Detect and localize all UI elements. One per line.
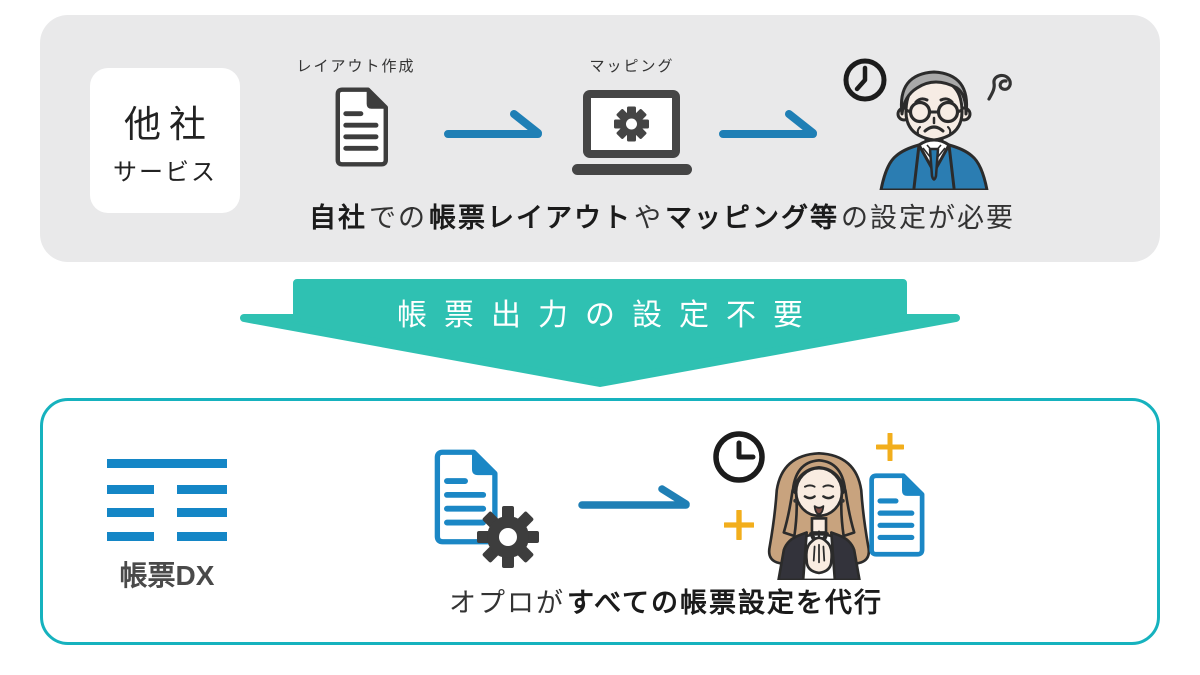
- caption-bold: 自社: [309, 203, 367, 233]
- document-icon: [434, 449, 498, 545]
- caption-bold: すべての帳票設定を代行: [566, 588, 884, 618]
- clock-icon: [713, 431, 765, 483]
- stressed-businessman-illustration: [879, 70, 989, 190]
- arrow-right-icon: [444, 110, 542, 138]
- other-service-title: 他社: [124, 104, 214, 145]
- arrow-right-icon: [719, 110, 817, 138]
- caption-text: の設定が必要: [841, 203, 1015, 233]
- bottom-caption: オプロがすべての帳票設定を代行: [287, 581, 1047, 620]
- arrow-right-icon: [578, 485, 690, 509]
- gear-icon: [614, 106, 649, 142]
- document-icon: [869, 473, 925, 557]
- sparkle-plus-icon: [876, 433, 904, 461]
- layout-step-label: レイアウト作成: [296, 58, 416, 75]
- other-service-panel: 他社 サービス レイアウト作成 マッピング: [40, 15, 1160, 262]
- banner-text: 帳票出力の設定不要: [397, 299, 820, 332]
- chohyo-dx-logo-text: 帳票DX: [119, 560, 215, 591]
- caption-text: や: [634, 203, 663, 233]
- caption-bold: マッピング等: [665, 203, 839, 233]
- chohyo-dx-logo-mark: [107, 459, 227, 541]
- relieved-businesswoman-illustration: [767, 451, 871, 580]
- laptop-gear-icon: [572, 90, 692, 175]
- other-service-subtitle: サービス: [113, 159, 217, 186]
- top-caption: 自社での帳票レイアウトやマッピング等の設定が必要: [281, 196, 1041, 235]
- document-gear-icon: [434, 449, 539, 568]
- chohyo-dx-logo: 帳票DX: [105, 457, 229, 594]
- document-icon: [335, 87, 388, 167]
- sigh-squiggle-icon: [987, 73, 1012, 101]
- caption-bold: 帳票レイアウト: [429, 203, 632, 233]
- other-service-box: 他社 サービス: [90, 68, 240, 213]
- gear-icon: [477, 506, 539, 568]
- chohyo-dx-panel: 帳票DX: [40, 398, 1160, 645]
- clock-icon: [843, 58, 887, 102]
- sparkle-plus-icon: [724, 510, 754, 540]
- down-arrow-banner: [240, 279, 960, 387]
- mapping-step-label: マッピング: [589, 58, 675, 75]
- caption-text: オプロが: [448, 588, 565, 618]
- caption-text: での: [369, 203, 427, 233]
